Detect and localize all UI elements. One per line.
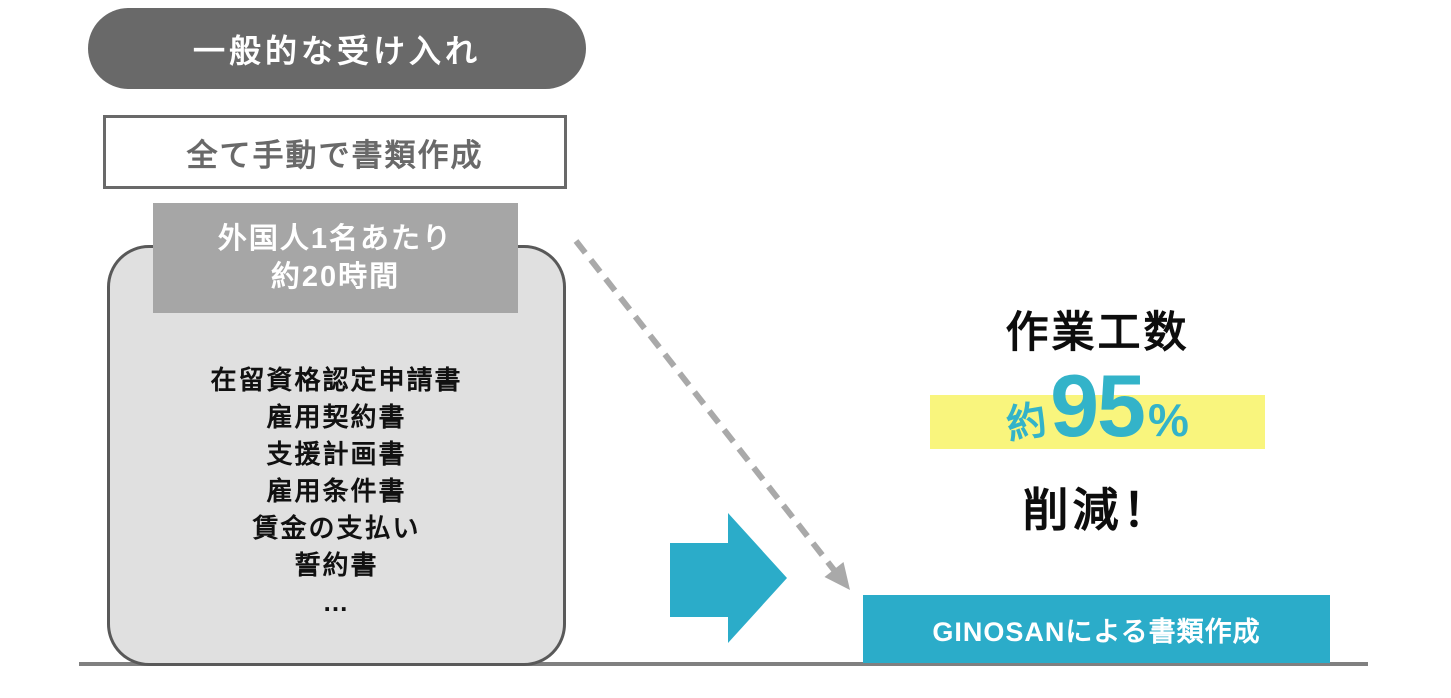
general-acceptance-label: 一般的な受け入れ [192,32,481,69]
document-item: 誓約書 [294,550,379,580]
document-item-ellipsis: … [322,587,351,617]
hours-badge-line2: 約20時間 [270,261,401,293]
percent-line: 約 95 % [930,356,1265,455]
dashed-arrow-icon [573,239,850,590]
general-acceptance-pill: 一般的な受け入れ [88,8,586,89]
percent-value: 95 [1050,356,1146,455]
document-item: 賃金の支払い [252,513,421,543]
document-item: 雇用契約書 [266,402,407,432]
document-item: 支援計画書 [266,439,407,469]
manual-process-panel [107,245,566,666]
right-arrow-icon [670,513,787,643]
document-item: 在留資格認定申請書 [210,365,463,395]
manual-documents-box: 全て手動で書類作成 [103,115,567,189]
hours-badge-line1: 外国人1名あたり [217,223,454,255]
baseline-rule [79,662,1368,666]
reduction-label: 削減！ [1022,484,1173,536]
yellow-highlight-bar [930,395,1265,449]
work-hours-title: 作業工数 [1005,309,1190,357]
document-list: 在留資格認定申請書 雇用契約書 支援計画書 雇用条件書 賃金の支払い 誓約書 … [107,362,566,621]
document-item: 雇用条件書 [266,476,407,506]
percent-sign: % [1147,394,1189,446]
manual-documents-label: 全て手動で書類作成 [186,137,484,173]
hours-per-person-badge: 外国人1名あたり 約20時間 [153,203,518,313]
ginosan-documents-label: GINOSANによる書類作成 [932,616,1261,647]
approx-label: 約 [1003,397,1051,449]
ginosan-documents-box: GINOSANによる書類作成 [863,595,1330,663]
